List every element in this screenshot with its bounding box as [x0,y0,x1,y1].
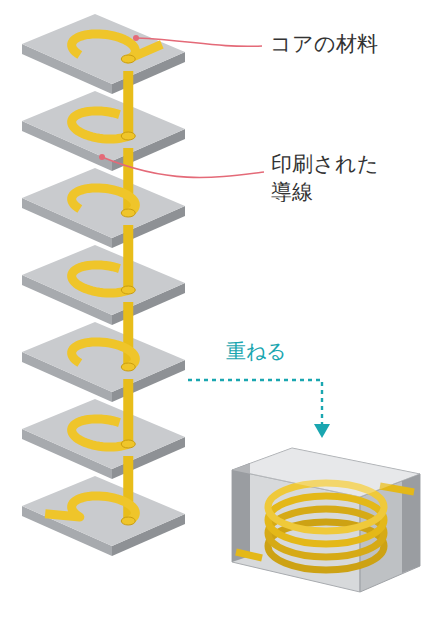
core-layer [22,225,185,325]
via [123,225,133,290]
layer-top [22,476,185,546]
printed-conductor [72,265,129,293]
printed-conductor [72,111,129,139]
leader-line [102,157,264,177]
layer-top [22,168,185,238]
layer-top [22,14,185,84]
core-layer [22,379,185,479]
via-pad [121,55,135,63]
via-pad [121,517,135,525]
via-pad [121,132,135,140]
callout-label: 印刷された 導線 [271,150,387,207]
printed-conductor [72,419,129,447]
chip-terminal [232,463,250,562]
chip-glass [232,448,420,497]
layer-top [22,322,185,392]
stack-arrow [188,380,322,425]
layer-top [22,399,185,469]
printed-conductor [72,34,162,59]
chip-coil [268,483,384,570]
leader-lines [99,35,330,438]
printed-conductor [45,496,135,521]
callout-label: コアの材料 [270,30,378,58]
via-pad [121,286,135,294]
via [123,379,133,444]
via-pad [121,440,135,448]
layer-stack [22,14,185,556]
via-pad [121,363,135,371]
core-layer [22,14,185,94]
layer-top [22,245,185,315]
via [123,71,133,136]
arrow-head [314,424,330,438]
via-pad [121,209,135,217]
assembled-chip [232,448,420,592]
core-layer [22,148,185,248]
core-layer [22,71,185,171]
chip-lead [236,552,262,558]
leader-line [136,38,262,46]
core-layer [22,302,185,402]
core-layer [22,456,185,556]
callout-label: 重ねる [226,338,286,365]
layer-top [22,91,185,161]
